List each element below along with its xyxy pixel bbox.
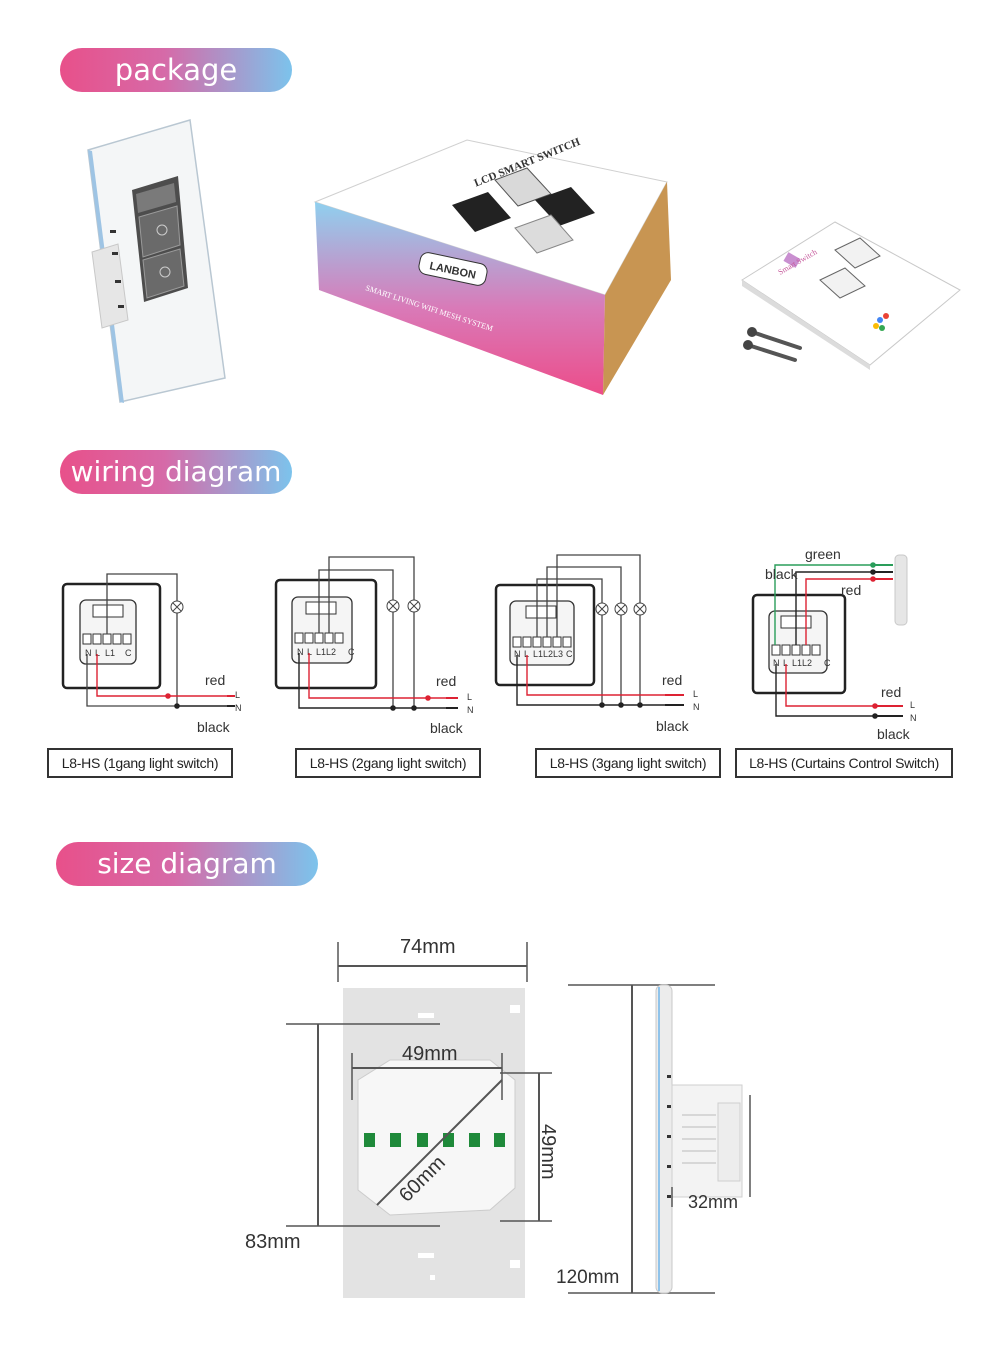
line-l-2: L (467, 692, 472, 702)
wire-label-red-4: red (881, 684, 901, 700)
terminal-1gang-l1: L1 (105, 648, 115, 658)
terminal-3gang-l: L (524, 649, 529, 659)
package-box-image: LANBON LCD SMART SWITCH SMART LIVING WIF… (313, 136, 671, 395)
terminal-curtain-n: N (773, 658, 780, 668)
terminal-1gang-c: C (125, 648, 132, 658)
terminal-2gang-c: C (348, 647, 355, 657)
line-l-4: L (910, 700, 915, 710)
wiring-diagram-1gang: N L L1 C red L N black (61, 573, 242, 735)
wire-label-black-2: black (430, 720, 464, 736)
caption-2gang: L8-HS (2gang light switch) (295, 748, 481, 778)
line-n-4: N (910, 713, 917, 723)
wire-label-red-4-top: red (841, 582, 861, 598)
caption-3gang: L8-HS (3gang light switch) (535, 748, 721, 778)
terminal-curtain-l2: L2 (802, 658, 812, 668)
wiring-diagram-2gang: N L L1 L2 C red L N black (274, 556, 474, 736)
wire-label-red-2: red (436, 673, 456, 689)
terminal-3gang-n: N (514, 649, 521, 659)
terminal-2gang-l: L (307, 647, 312, 657)
terminal-3gang-c: C (566, 649, 573, 659)
terminal-2gang-n: N (297, 647, 304, 657)
terminal-3gang-l1: L1 (533, 649, 543, 659)
terminal-curtain-l1: L1 (792, 658, 802, 668)
line-n-2: N (467, 705, 474, 715)
dim-inner-width: 49mm (402, 1043, 458, 1065)
section-title-wiring: wiring diagram (60, 450, 292, 494)
wire-label-black-3: black (656, 718, 690, 734)
wire-label-red-1: red (205, 672, 225, 688)
wire-label-black-4-top: black (765, 566, 799, 582)
caption-1gang: L8-HS (1gang light switch) (47, 748, 233, 778)
section-title-size: size diagram (56, 842, 318, 886)
wire-label-black-1: black (197, 719, 231, 735)
wire-label-red-3: red (662, 672, 682, 688)
dim-inner-height: 49mm (537, 1124, 559, 1180)
terminal-2gang-l1: L1 (316, 647, 326, 657)
terminal-3gang-l3: L3 (553, 649, 563, 659)
terminal-3gang-l2: L2 (543, 649, 553, 659)
dim-depth: 32mm (688, 1192, 738, 1212)
line-l-1: L (235, 690, 240, 700)
terminal-1gang-n: N (85, 648, 92, 658)
terminal-curtain-l: L (783, 658, 788, 668)
dim-height: 120mm (556, 1267, 619, 1288)
terminal-curtain-c: C (824, 658, 831, 668)
wiring-diagram-curtains: N L L1 L2 C green black red red L N blac… (751, 546, 917, 742)
line-n-3: N (693, 702, 700, 712)
dim-width: 74mm (400, 936, 456, 958)
line-l-3: L (693, 689, 698, 699)
switch-panel-image (87, 119, 226, 403)
section-title-package: package (60, 48, 292, 92)
size-diagram-front: 74mm 49mm 49mm 60mm 83mm (245, 936, 559, 1298)
terminal-1gang-l: L (95, 648, 100, 658)
size-diagram-side: 32mm 120mm (556, 984, 751, 1294)
caption-curtains: L8-HS (Curtains Control Switch) (735, 748, 953, 778)
dim-mount: 83mm (245, 1231, 301, 1253)
wire-label-green-4: green (805, 546, 841, 562)
wire-label-black-4: black (877, 726, 911, 742)
line-n-1: N (235, 703, 242, 713)
wiring-diagram-3gang: N L L1 L2 L3 C red L N black (494, 554, 700, 734)
terminal-2gang-l2: L2 (326, 647, 336, 657)
manual-and-screws-image: Smart Switch (741, 221, 961, 370)
